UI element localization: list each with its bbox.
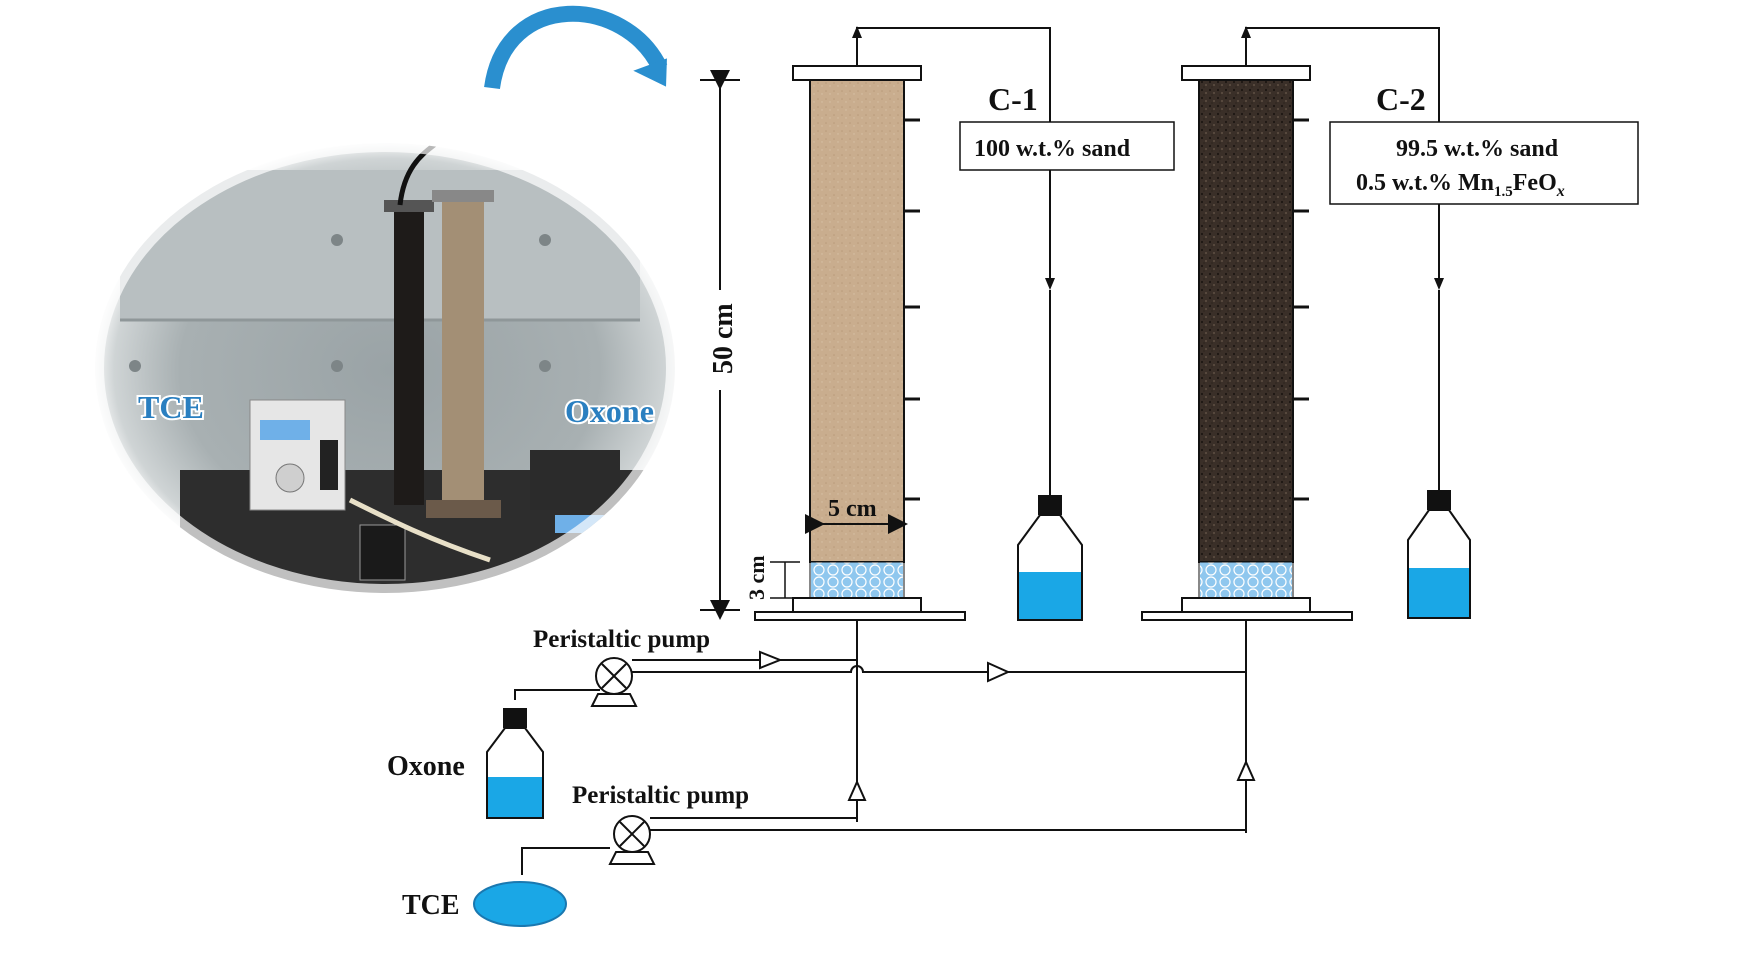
column-c1-name: C-1 xyxy=(988,81,1038,117)
collection-bottle-c2 xyxy=(1407,490,1471,619)
photo-label-tce: TCE xyxy=(138,389,204,425)
column-c2-name: C-2 xyxy=(1376,81,1426,117)
pump-lower-label: Peristaltic pump xyxy=(572,782,749,809)
feed-lines xyxy=(514,620,1247,875)
support-label: 3 cm xyxy=(744,555,769,600)
column-c2-composition-line2: 0.5 w.t.% Mn1.5FeOx xyxy=(1356,170,1565,200)
column-c1 xyxy=(754,26,1055,621)
height-label: 50 cm xyxy=(708,303,739,374)
oxone-reservoir xyxy=(486,708,544,819)
collection-bottle-c1 xyxy=(1017,495,1083,621)
diameter-label: 5 cm xyxy=(828,496,877,522)
column-c1-composition: 100 w.t.% sand xyxy=(974,136,1131,162)
tce-reservoir xyxy=(473,881,567,927)
column-c2 xyxy=(1141,26,1444,621)
transition-arrow-icon xyxy=(484,5,668,90)
peristaltic-pump-upper-icon xyxy=(590,657,638,707)
oxone-label: Oxone xyxy=(387,751,465,782)
pump-upper-label: Peristaltic pump xyxy=(533,626,710,653)
column-c2-composition-line1: 99.5 w.t.% sand xyxy=(1396,136,1559,162)
flow-direction-markers xyxy=(759,650,1256,801)
height-dimension xyxy=(700,70,740,620)
column-c2-composition-box xyxy=(1329,121,1639,205)
peristaltic-pump-lower-icon xyxy=(608,815,656,865)
photo-label-oxone: Oxone xyxy=(565,393,654,429)
tce-label: TCE xyxy=(402,890,460,921)
column-c1-composition-box xyxy=(959,121,1175,171)
